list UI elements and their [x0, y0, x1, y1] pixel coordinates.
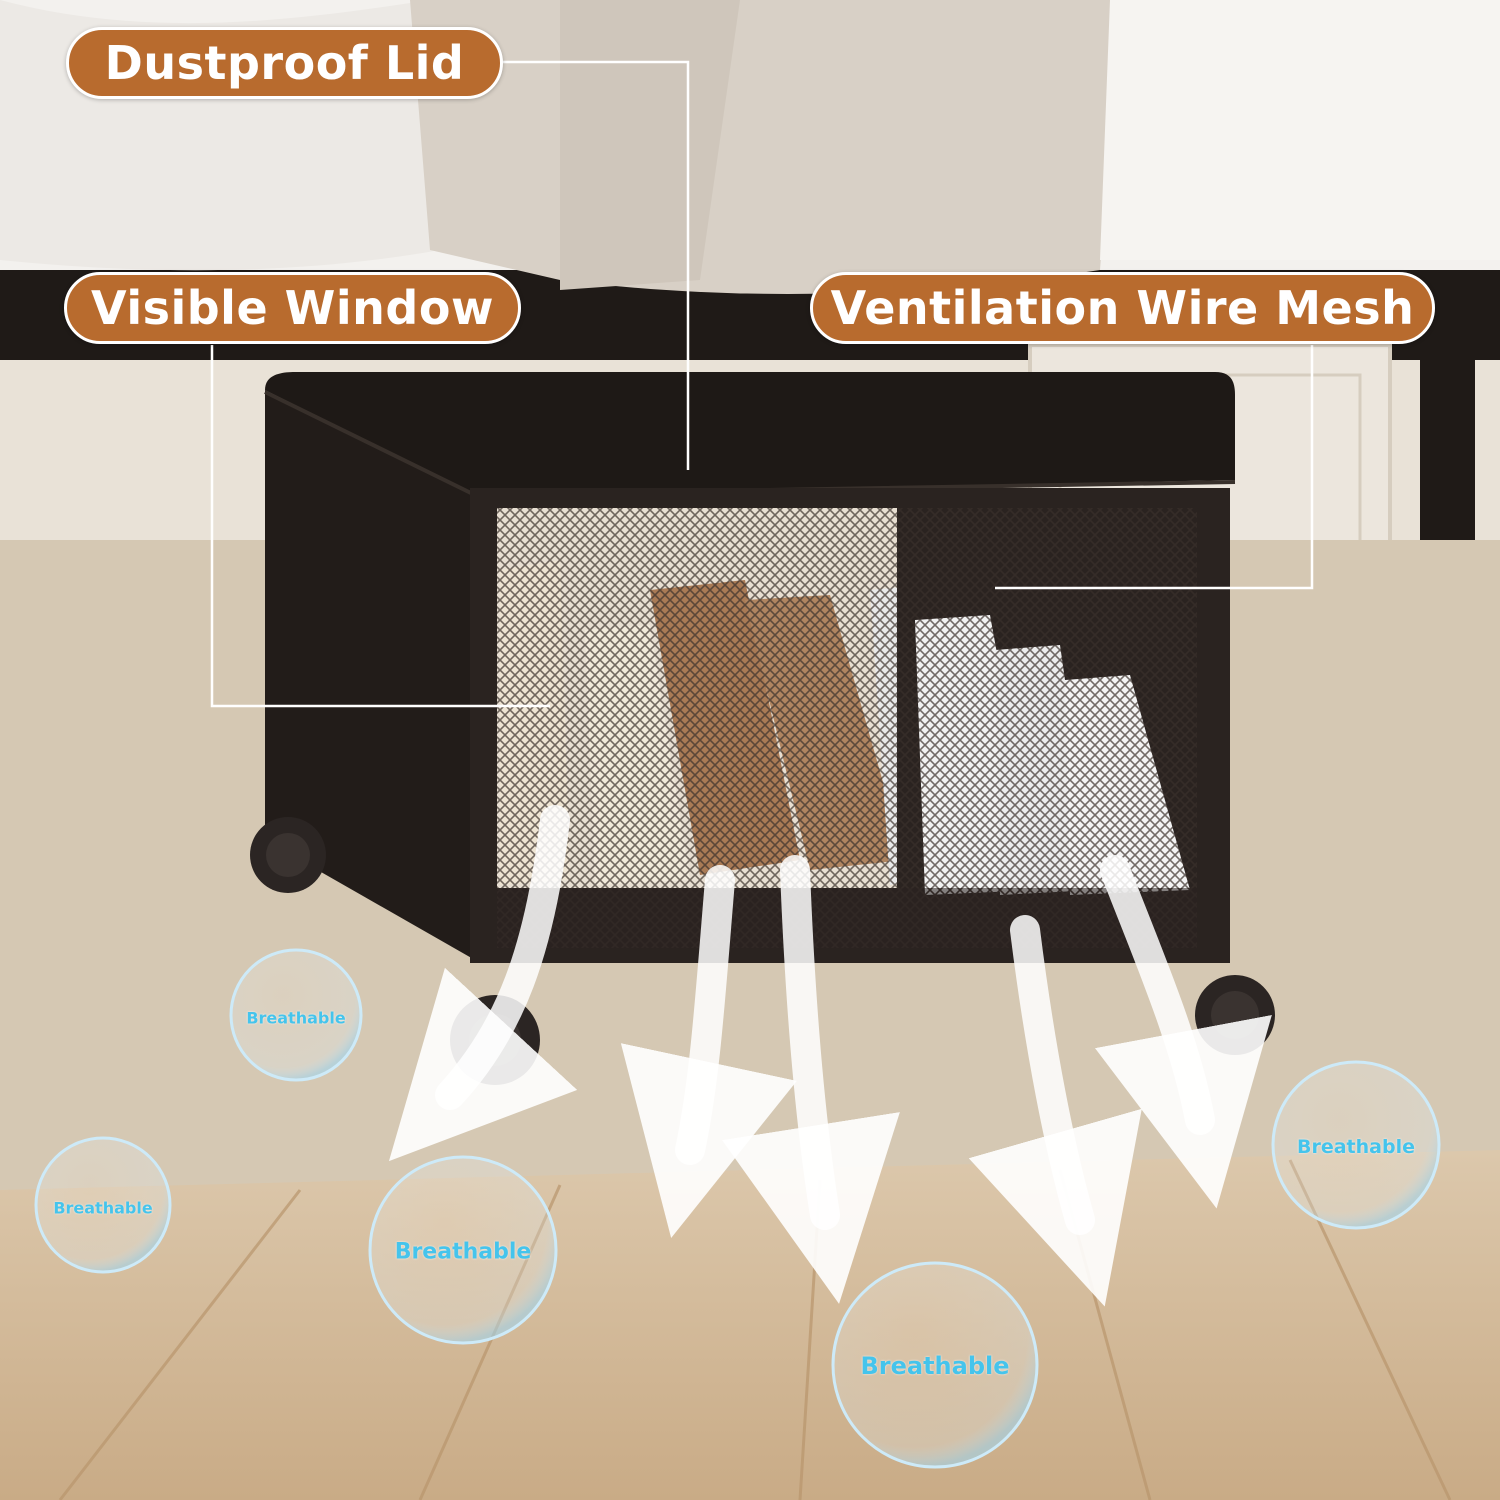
bubble-shapes	[34, 948, 1441, 1469]
bubble-label: Breathable	[53, 1198, 153, 1218]
bubble-label: Breathable	[1297, 1136, 1415, 1158]
bubble-label: Breathable	[246, 1008, 346, 1028]
bubble-label: Breathable	[860, 1352, 1010, 1380]
callout-ventilation-mesh-text: Ventilation Wire Mesh	[830, 281, 1415, 335]
callout-dustproof-lid: Dustproof Lid	[66, 27, 503, 99]
callout-ventilation-mesh: Ventilation Wire Mesh	[810, 272, 1435, 344]
callout-visible-window-text: Visible Window	[91, 281, 494, 335]
callout-visible-window: Visible Window	[64, 272, 521, 344]
bubble-label: Breathable	[394, 1239, 532, 1265]
callout-dustproof-lid-text: Dustproof Lid	[104, 36, 465, 90]
